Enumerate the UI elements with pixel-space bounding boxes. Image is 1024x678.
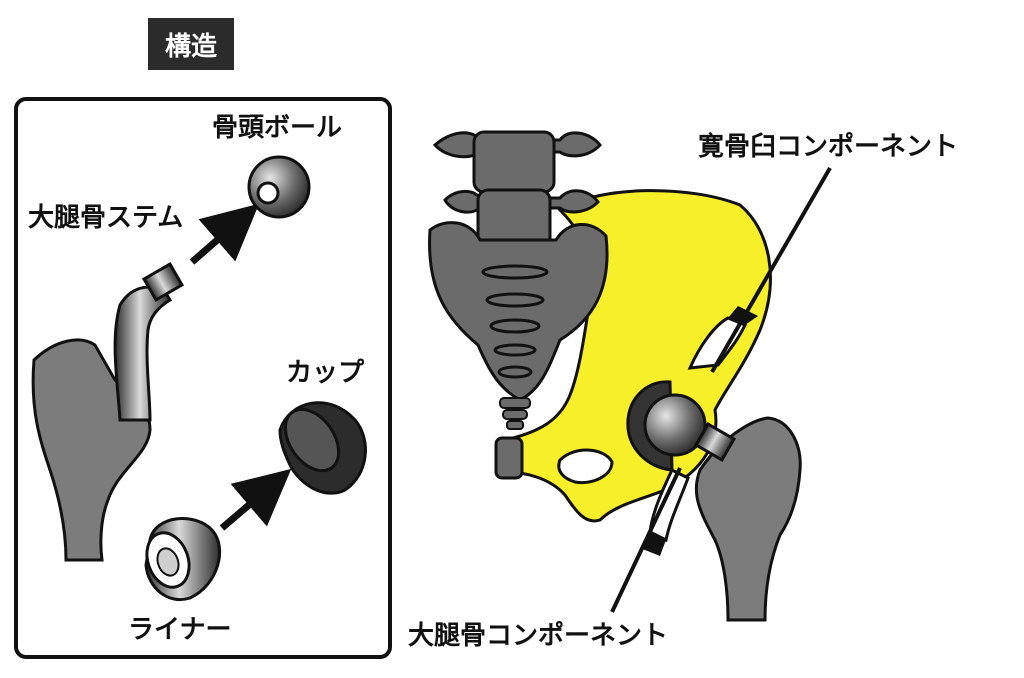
liner: [144, 517, 222, 601]
stem-to-ball-arrow: [189, 203, 260, 265]
pubic-bone-end: [494, 436, 524, 480]
components-panel: [14, 97, 392, 659]
section-title: 構造: [148, 18, 234, 70]
liner-to-cup-arrow: [219, 468, 292, 531]
femoral-leader-line: [610, 467, 682, 613]
acetabular-leader-line: [710, 166, 832, 374]
femur-bone-right: [694, 416, 802, 622]
femoral-head-ball: [247, 155, 311, 219]
label-cup: カップ: [286, 358, 365, 388]
label-acetabular-component: 寛骨臼コンポーネント: [698, 132, 959, 162]
label-femoral-component: 大腿骨コンポーネント: [408, 621, 669, 651]
femoral-stem-implant: [113, 262, 185, 422]
sacrum-spine: [428, 130, 609, 430]
acetabular-cup: [278, 401, 367, 495]
label-liner: ライナー: [128, 615, 232, 645]
label-femoral-stem: 大腿骨ステム: [28, 203, 184, 233]
assembled-femoral-head: [643, 393, 737, 462]
label-femoral-head-ball: 骨頭ボール: [212, 113, 343, 143]
